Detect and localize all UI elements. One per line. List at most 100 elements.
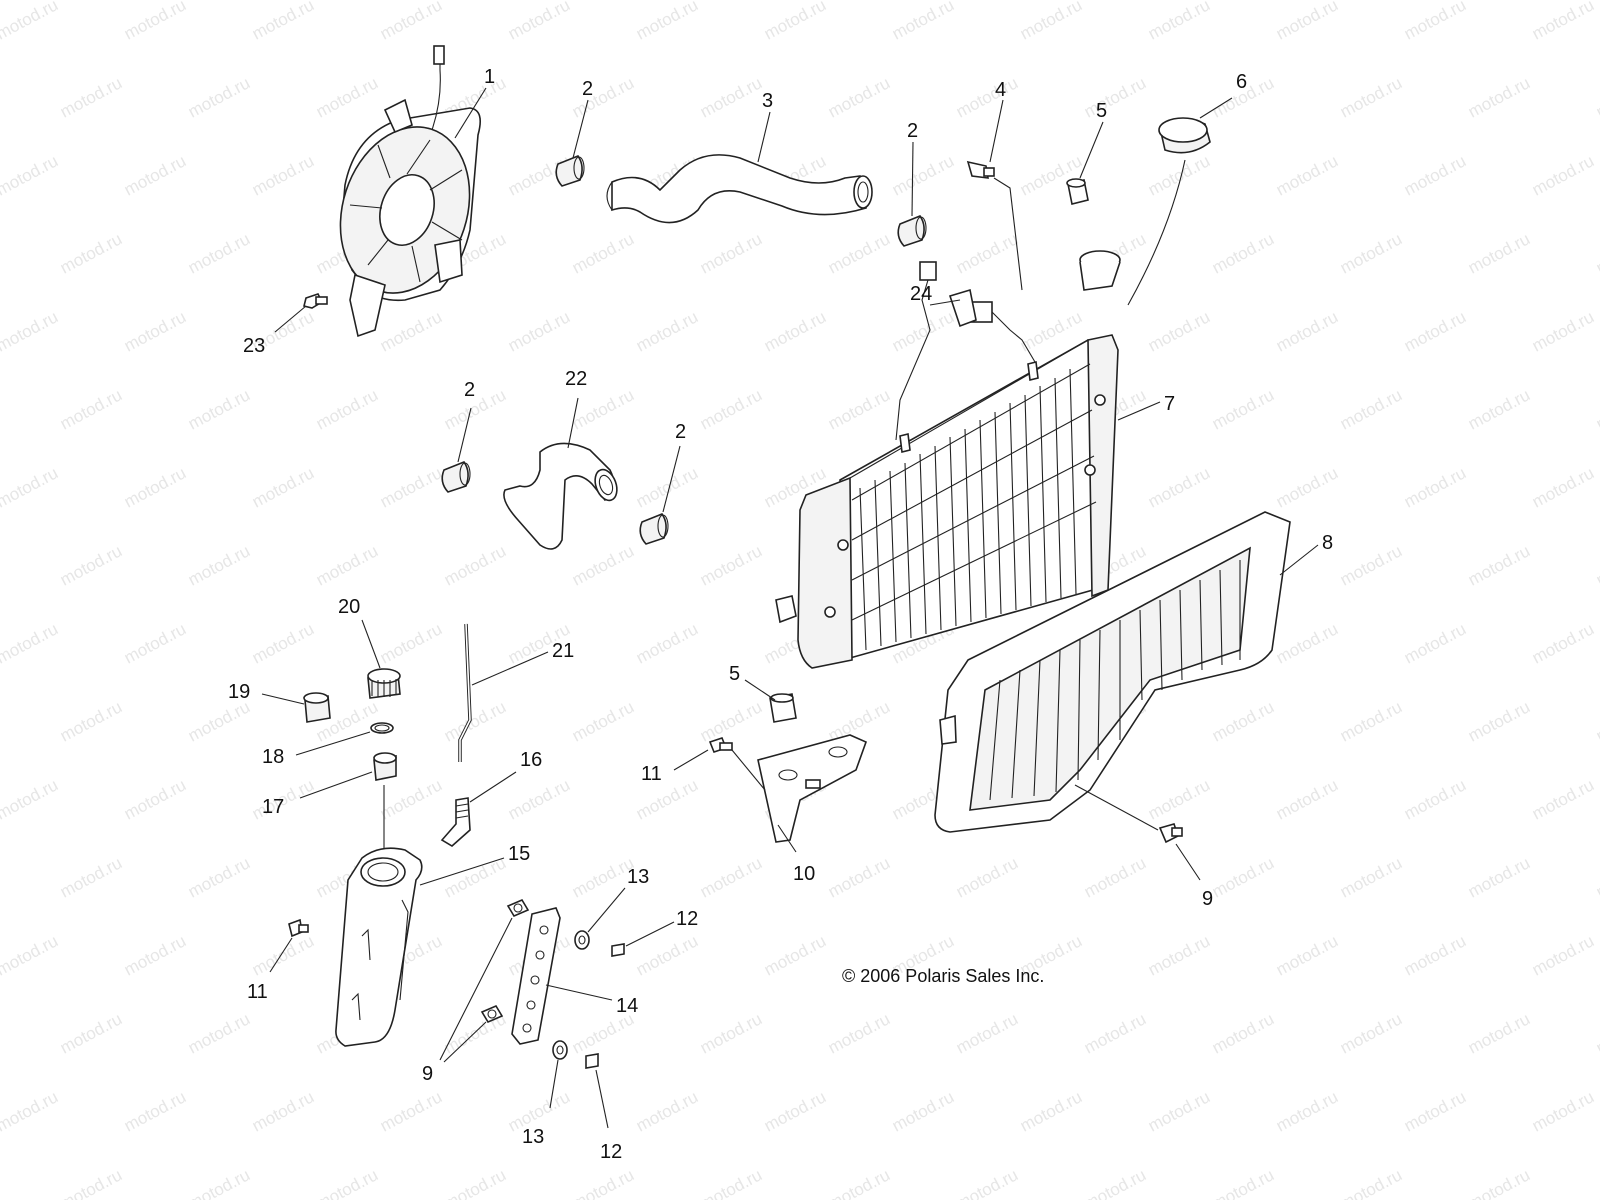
leader-20: [361, 619, 381, 669]
part-12-pin-a: [611, 943, 625, 957]
watermark-text: motod.ru: [57, 853, 125, 901]
watermark-text: motod.ru: [441, 1165, 509, 1200]
watermark-text: motod.ru: [1209, 385, 1277, 433]
part-2-clamp-b: [897, 215, 927, 247]
watermark-text: motod.ru: [1465, 385, 1533, 433]
part-9-bolt-a: [1158, 823, 1183, 844]
part-10-bracket: [757, 734, 868, 843]
part-15-coolant-reservoir: [335, 847, 423, 1047]
watermark-text: motod.ru: [121, 463, 189, 511]
watermark-text: motod.ru: [1401, 307, 1469, 355]
leader-9b: [439, 917, 513, 1063]
leader-15: [419, 857, 505, 886]
part-11-bolt-b: [288, 918, 309, 938]
callout-4: 4: [995, 79, 1006, 101]
watermark-text: motod.ru: [1529, 775, 1597, 823]
watermark-text: motod.ru: [1145, 931, 1213, 979]
watermark-text: motod.ru: [505, 0, 573, 44]
watermark-text: motod.ru: [697, 1009, 765, 1057]
watermark-text: motod.ru: [1081, 1009, 1149, 1057]
part-2-clamp-c: [441, 461, 471, 493]
part-21-overflow-tube: [458, 623, 472, 762]
watermark-text: motod.ru: [1465, 73, 1533, 121]
watermark-text: motod.ru: [441, 541, 509, 589]
watermark-text: motod.ru: [121, 307, 189, 355]
leader-13a: [587, 887, 626, 933]
watermark-text: motod.ru: [697, 73, 765, 121]
part-5-grommet-a: [1066, 178, 1089, 205]
watermark-text: motod.ru: [121, 619, 189, 667]
watermark-text: motod.ru: [185, 1009, 253, 1057]
watermark-text: motod.ru: [1465, 1165, 1533, 1200]
watermark-text: motod.ru: [825, 1165, 893, 1200]
watermark-text: motod.ru: [57, 385, 125, 433]
watermark-text: motod.ru: [313, 541, 381, 589]
watermark-text: motod.ru: [1017, 0, 1085, 44]
callout-11a: 11: [641, 763, 662, 785]
watermark-text: motod.ru: [889, 0, 957, 44]
watermark-text: motod.ru: [825, 73, 893, 121]
watermark-text: motod.ru: [1337, 541, 1405, 589]
callout-22: 22: [565, 368, 587, 390]
watermark-text: motod.ru: [249, 1087, 317, 1135]
watermark-text: motod.ru: [0, 619, 61, 667]
watermark-text: motod.ru: [121, 775, 189, 823]
watermark-text: motod.ru: [1337, 1009, 1405, 1057]
watermark-text: motod.ru: [569, 229, 637, 277]
watermark-text: motod.ru: [1529, 931, 1597, 979]
callout-9a: 9: [1202, 888, 1213, 910]
watermark-text: motod.ru: [121, 151, 189, 199]
watermark-text: motod.ru: [761, 0, 829, 44]
watermark-text: motod.ru: [1337, 1165, 1405, 1200]
leader-6: [1127, 97, 1233, 306]
watermark-text: motod.ru: [697, 697, 765, 745]
watermark-text: motod.ru: [185, 385, 253, 433]
callout-10: 10: [793, 863, 815, 885]
watermark-text: motod.ru: [1145, 0, 1213, 44]
watermark-text: motod.ru: [1401, 0, 1469, 44]
watermark-text: motod.ru: [377, 463, 445, 511]
leader-11b: [269, 937, 293, 973]
watermark-text: motod.ru: [633, 1087, 701, 1135]
watermark-text: motod.ru: [0, 307, 61, 355]
watermark-text: motod.ru: [1529, 619, 1597, 667]
watermark-text: motod.ru: [1145, 775, 1213, 823]
part-17-neck-insert: [373, 752, 397, 781]
leader-13b: [549, 1059, 559, 1109]
watermark-text: motod.ru: [953, 1009, 1021, 1057]
watermark-text: motod.ru: [1401, 775, 1469, 823]
leader-16: [469, 771, 517, 803]
watermark-text: motod.ru: [0, 931, 61, 979]
part-18-o-ring: [370, 722, 394, 734]
callout-5b: 5: [729, 663, 740, 685]
watermark-text: motod.ru: [1401, 463, 1469, 511]
watermark-text: motod.ru: [1593, 73, 1600, 121]
part-6-radiator-cap: [1158, 117, 1211, 154]
watermark-text: motod.ru: [1273, 1087, 1341, 1135]
watermark-text: motod.ru: [1337, 853, 1405, 901]
watermark-text: motod.ru: [697, 541, 765, 589]
callout-11b: 11: [247, 981, 268, 1003]
watermark-text: motod.ru: [1593, 229, 1600, 277]
watermark-text: motod.ru: [1273, 0, 1341, 44]
watermark-text: motod.ru: [1145, 307, 1213, 355]
callout-3: 3: [762, 90, 773, 112]
copyright-notice: © 2006 Polaris Sales Inc.: [842, 966, 1044, 986]
leader-5a: [1079, 121, 1104, 179]
watermark-text: motod.ru: [1209, 1165, 1277, 1200]
watermark-text: motod.ru: [249, 151, 317, 199]
watermark-text: motod.ru: [377, 619, 445, 667]
part-22-lower-hose: [503, 442, 618, 550]
watermark-text: motod.ru: [185, 853, 253, 901]
watermark-text: motod.ru: [121, 931, 189, 979]
leader-2b: [911, 141, 914, 217]
leader-18: [295, 731, 371, 756]
watermark-text: motod.ru: [1401, 931, 1469, 979]
part-23-bolt: [303, 293, 328, 309]
part-8-radiator-screen: [934, 511, 1291, 833]
leader-2d: [662, 445, 681, 513]
watermark-text: motod.ru: [249, 463, 317, 511]
leader-12b: [595, 1069, 609, 1129]
watermark-text: motod.ru: [1081, 1165, 1149, 1200]
watermark-text: motod.ru: [313, 385, 381, 433]
